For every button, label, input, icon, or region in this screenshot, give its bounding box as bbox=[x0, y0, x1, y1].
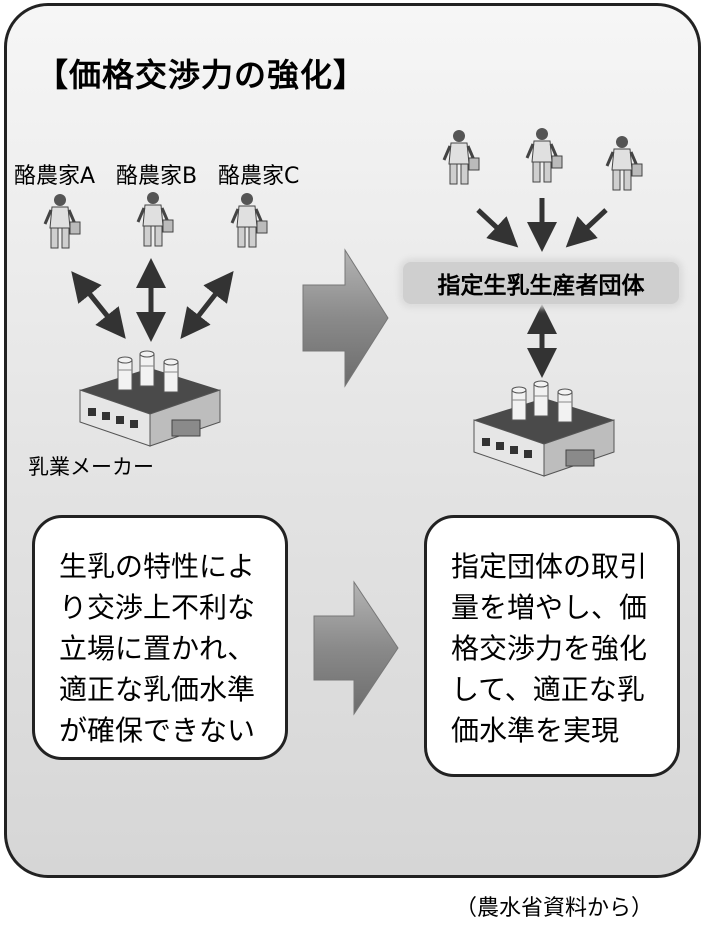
farmer-b-label: 酪農家B bbox=[116, 164, 198, 189]
farmer-c-label: 酪農家C bbox=[218, 164, 300, 189]
after-line-2: 量を増やし、価 bbox=[451, 591, 648, 624]
arrow-farmer-a-maker bbox=[71, 271, 126, 339]
before-line-5: が確保できない bbox=[59, 714, 256, 747]
after-line-4: して、適正な乳 bbox=[451, 673, 645, 706]
farmer-c-icon bbox=[230, 191, 269, 249]
dairy-maker-factory-icon-right bbox=[473, 380, 615, 477]
before-line-3: 立場に置かれ、 bbox=[59, 632, 256, 665]
before-line-1: 生乳の特性によ bbox=[59, 550, 256, 583]
dairy-maker-factory-icon bbox=[79, 350, 221, 447]
designated-organization-box: 指定生乳生産者団体 bbox=[403, 262, 679, 304]
farmer-a-label: 酪農家A bbox=[14, 164, 96, 189]
after-line-3: 格交渉力を強化 bbox=[451, 632, 648, 665]
after-line-1: 指定団体の取引 bbox=[451, 550, 648, 583]
arrow-farmer-to-org-3 bbox=[565, 208, 608, 248]
after-textbox: 指定団体の取引 量を増やし、価 格交渉力を強化 して、適正な乳 価水準を実現 bbox=[424, 515, 680, 777]
arrow-farmer-to-org-1 bbox=[476, 208, 519, 248]
transition-arrow-bottom bbox=[313, 580, 399, 716]
dairy-maker-label: 乳業メーカー bbox=[28, 455, 154, 479]
farmer-b-icon bbox=[136, 190, 175, 248]
arrow-farmer-c-maker bbox=[180, 270, 234, 340]
source-note: （農水省資料から） bbox=[455, 896, 654, 921]
farmer-icon-right-1 bbox=[442, 128, 481, 186]
before-line-4: 適正な乳価水準 bbox=[59, 673, 256, 706]
transition-arrow-top bbox=[302, 248, 389, 388]
page-title: 【価格交渉力の強化】 bbox=[36, 56, 367, 94]
farmer-icon-right-3 bbox=[605, 134, 644, 192]
before-textbox: 生乳の特性によ り交渉上不利な 立場に置かれ、 適正な乳価水準 が確保できない bbox=[32, 515, 288, 760]
farmer-a-icon bbox=[43, 192, 82, 250]
before-line-2: り交渉上不利な bbox=[59, 591, 256, 624]
after-line-5: 価水準を実現 bbox=[451, 714, 620, 747]
farmer-icon-right-2 bbox=[525, 126, 564, 184]
